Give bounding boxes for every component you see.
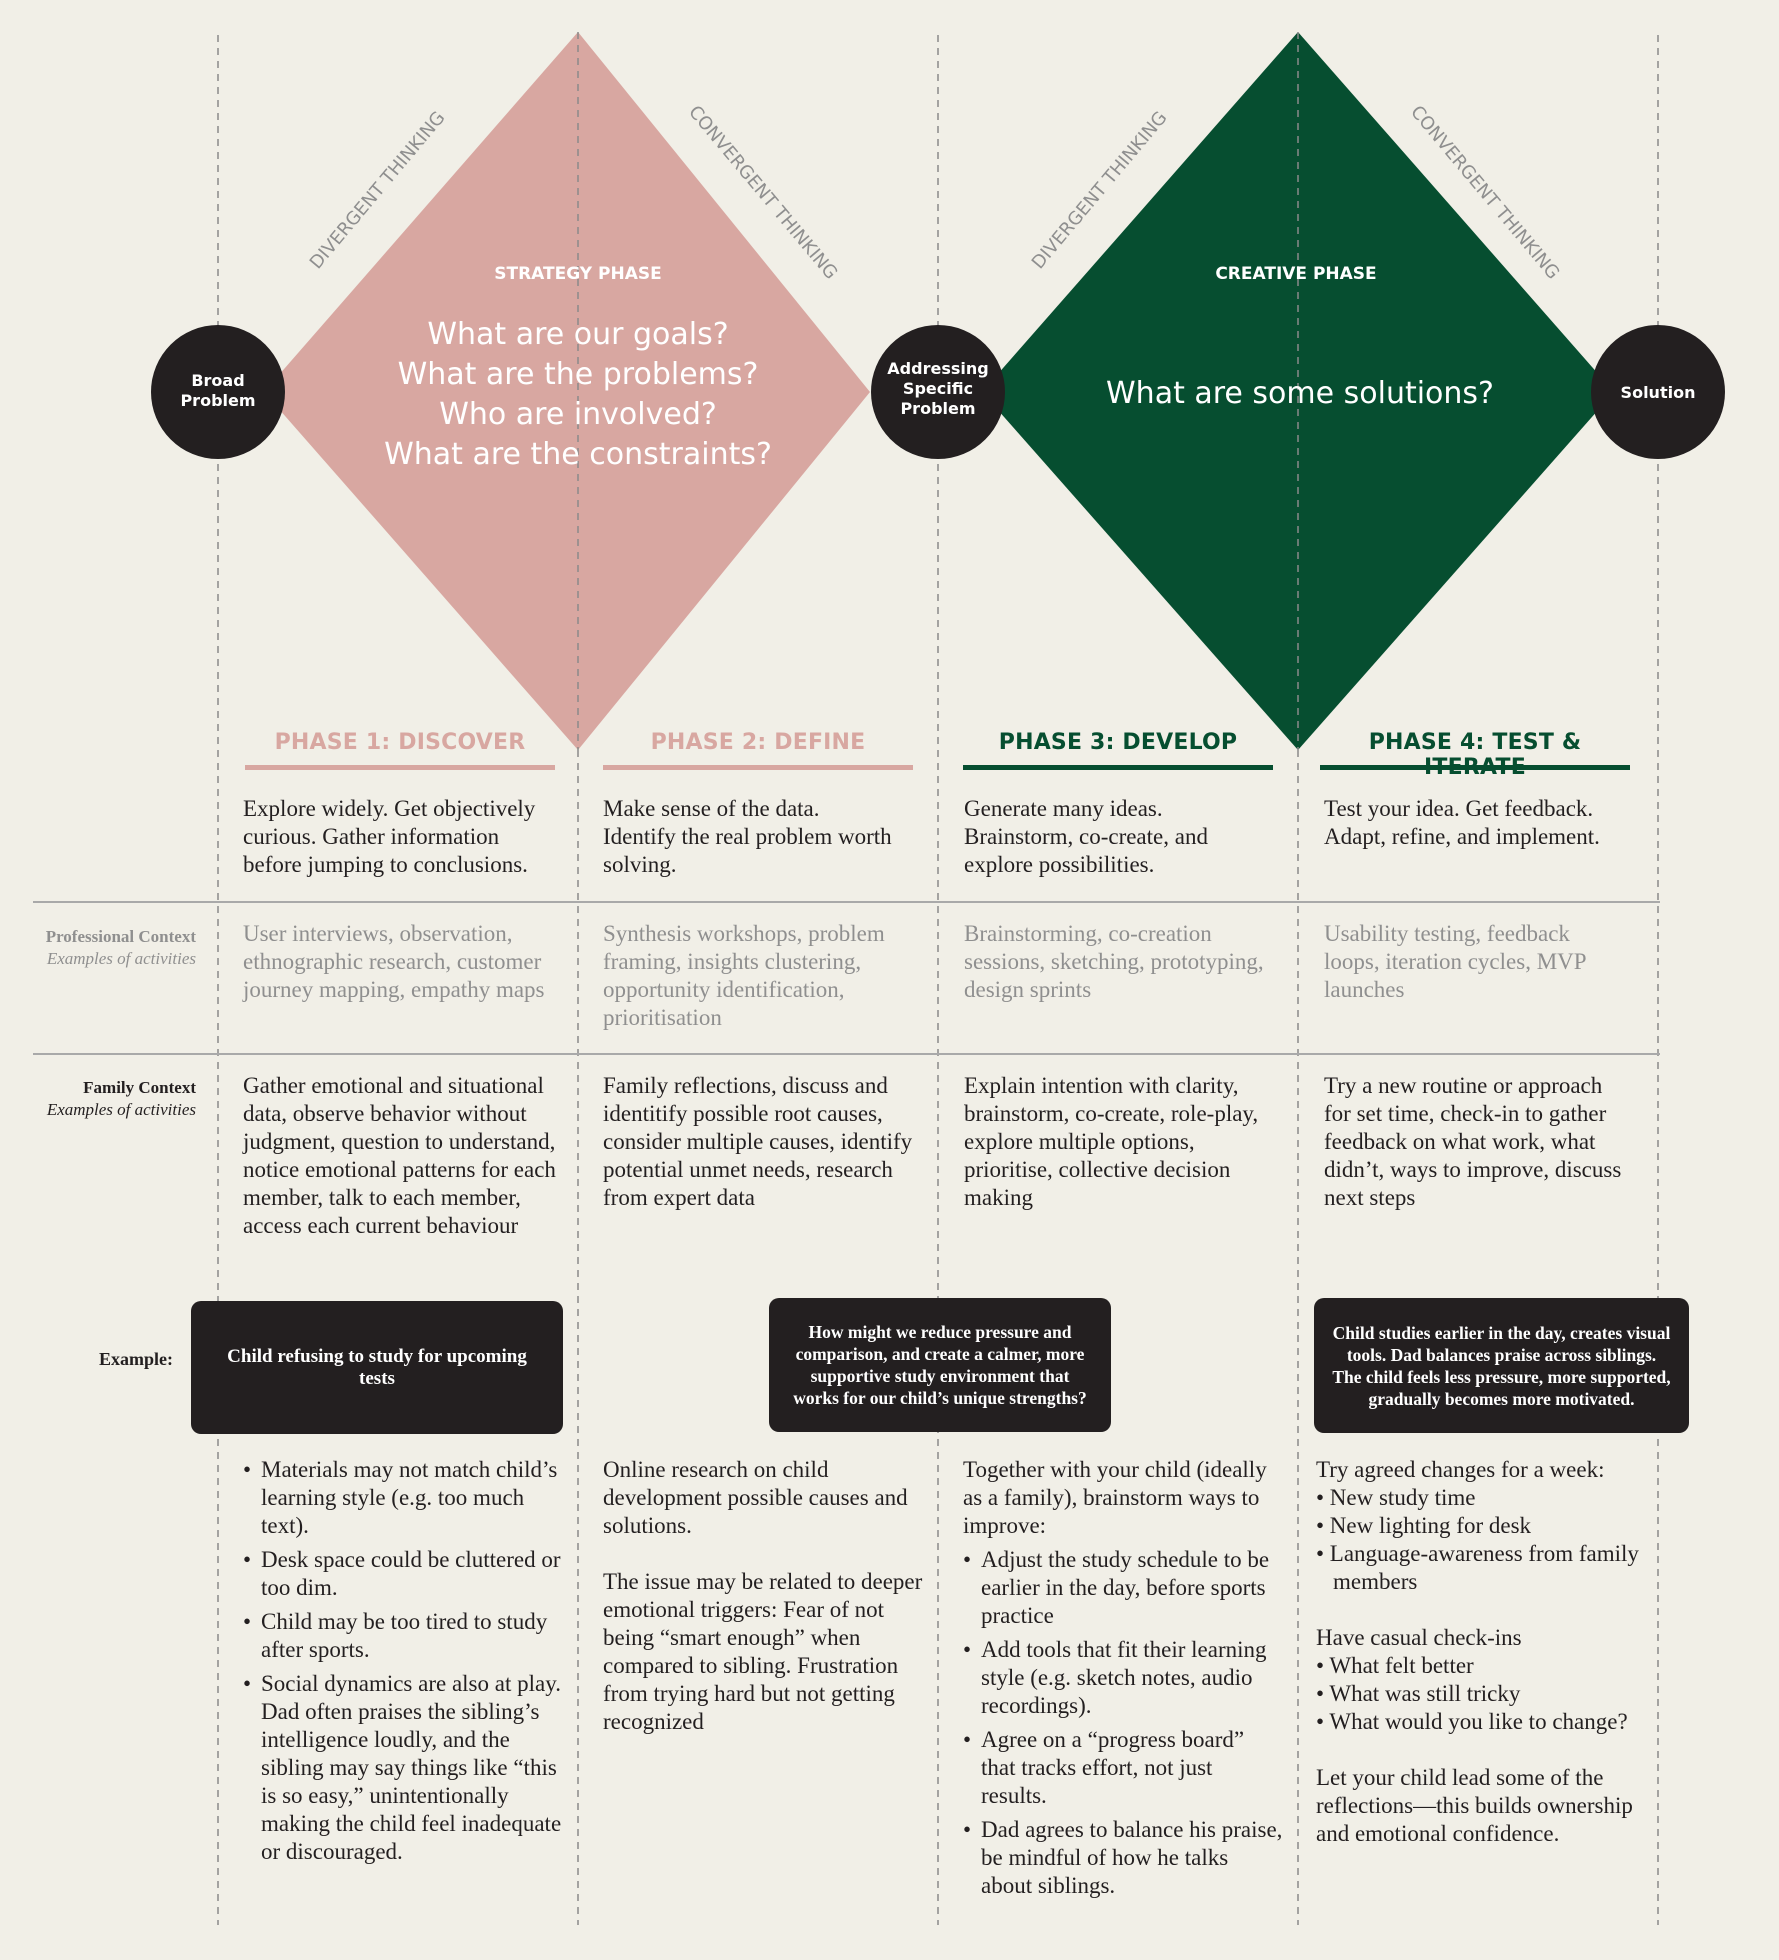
svg-text:Broad: Broad — [191, 371, 244, 390]
phase-3-professional: Brainstorming, co-creation sessions, ske… — [964, 921, 1264, 1002]
phase-4-description: Test your idea. Get feedback. Adapt, ref… — [1324, 796, 1600, 849]
list-item: Child may be too tired to study after sp… — [243, 1608, 563, 1664]
example-column-4: Try agreed changes for a week: • New stu… — [1316, 1456, 1666, 1848]
family-context-label: Family Context Examples of activities — [20, 1077, 196, 1121]
column-3-bullet-list: Adjust the study schedule to be earlier … — [963, 1546, 1283, 1900]
phase-2-description: Make sense of the data. Identify the rea… — [603, 796, 892, 877]
creative-diamond — [982, 32, 1614, 750]
family-context-title: Family Context — [83, 1078, 196, 1097]
strategy-question-1: What are our goals? — [427, 317, 728, 352]
node-solution: Solution — [1591, 325, 1725, 459]
example-column-1: Materials may not match child’s learning… — [243, 1456, 563, 1872]
list-item: • What would you like to change? — [1316, 1709, 1628, 1734]
phase-1-title: PHASE 1: DISCOVER — [274, 730, 526, 755]
phase-1-professional: User interviews, observation, ethnograph… — [243, 921, 545, 1002]
strategy-diamond — [264, 32, 870, 750]
outcome-example-box: Child studies earlier in the day, create… — [1314, 1298, 1689, 1433]
example-column-2: Online research on child development pos… — [603, 1456, 933, 1736]
list-item: • New lighting for desk — [1316, 1513, 1532, 1538]
phase-1-underline — [245, 765, 555, 770]
svg-text:Problem: Problem — [900, 399, 975, 418]
column-4-list-1: • New study time • New lighting for desk… — [1316, 1484, 1666, 1596]
list-item: Desk space could be cluttered or too dim… — [243, 1546, 563, 1602]
column-2-paragraph-1: Online research on child development pos… — [603, 1457, 908, 1538]
svg-text:Addressing: Addressing — [887, 359, 988, 378]
phase-3-description: Generate many ideas. Brainstorm, co-crea… — [964, 796, 1208, 877]
node-broad-problem: Broad Problem — [151, 325, 285, 459]
phase-1-description: Explore widely. Get objectively curious.… — [243, 796, 536, 877]
column-3-intro: Together with your child (ideally as a f… — [963, 1457, 1267, 1538]
svg-text:Specific: Specific — [903, 379, 973, 398]
phase-2-title: PHASE 2: DEFINE — [650, 730, 866, 755]
svg-text:Solution: Solution — [1621, 383, 1696, 402]
list-item: Dad agrees to balance his praise, be min… — [963, 1816, 1283, 1900]
phase-4-professional: Usability testing, feedback loops, itera… — [1324, 921, 1586, 1002]
list-item: Materials may not match child’s learning… — [243, 1456, 563, 1540]
svg-text:Problem: Problem — [180, 391, 255, 410]
column-4-checkins-heading: Have casual check-ins — [1316, 1625, 1522, 1650]
phase-3-family: Explain intention with clarity, brainsto… — [964, 1073, 1259, 1210]
strategy-question-4: What are the constraints? — [384, 437, 772, 472]
creative-question: What are some solutions? — [1106, 376, 1494, 411]
list-item: • What felt better — [1316, 1653, 1474, 1678]
column-1-bullet-list: Materials may not match child’s learning… — [243, 1456, 563, 1866]
list-item: Agree on a “progress board” that tracks … — [963, 1726, 1283, 1810]
list-item: • What was still tricky — [1316, 1681, 1521, 1706]
divider-1 — [33, 901, 1660, 903]
phase-2-professional: Synthesis workshops, problem framing, in… — [603, 921, 885, 1030]
list-item: Add tools that fit their learning style … — [963, 1636, 1283, 1720]
phase-2-family: Family reflections, discuss and identiti… — [603, 1073, 913, 1210]
list-item: • New study time — [1316, 1485, 1476, 1510]
creative-phase-label: CREATIVE PHASE — [1215, 264, 1376, 284]
list-item: Social dynamics are also at play. Dad of… — [243, 1670, 563, 1866]
phase-2-underline — [603, 765, 913, 770]
professional-context-title: Professional Context — [45, 927, 196, 946]
list-item: Adjust the study schedule to be earlier … — [963, 1546, 1283, 1630]
example-column-3: Together with your child (ideally as a f… — [963, 1456, 1283, 1906]
column-2-paragraph-2: The issue may be related to deeper emoti… — [603, 1569, 923, 1734]
phase-4-underline — [1320, 765, 1630, 770]
problem-example-box: Child refusing to study for upcoming tes… — [191, 1301, 563, 1434]
column-4-outro: Let your child lead some of the reflecti… — [1316, 1765, 1633, 1846]
phase-4-family: Try a new routine or approach for set ti… — [1324, 1073, 1622, 1210]
column-4-intro: Try agreed changes for a week: — [1316, 1457, 1605, 1482]
phase-1-family: Gather emotional and situational data, o… — [243, 1073, 556, 1238]
professional-context-subtitle: Examples of activities — [46, 949, 196, 968]
strategy-question-3: Who are involved? — [439, 397, 717, 432]
column-4-list-2: • What felt better • What was still tric… — [1316, 1652, 1666, 1736]
phase-3-underline — [963, 765, 1273, 770]
phase-3-title: PHASE 3: DEVELOP — [998, 730, 1238, 755]
phase-4-title: PHASE 4: TEST & ITERATE — [1368, 730, 1582, 780]
professional-context-label: Professional Context Examples of activit… — [20, 926, 196, 970]
divider-2 — [33, 1053, 1660, 1055]
family-context-subtitle: Examples of activities — [46, 1100, 196, 1119]
hmw-example-box: How might we reduce pressure and compari… — [769, 1298, 1111, 1432]
list-item: • Language-awareness from family members — [1316, 1541, 1639, 1594]
strategy-phase-label: STRATEGY PHASE — [494, 264, 662, 284]
node-addressing-specific-problem: Addressing Specific Problem — [871, 325, 1005, 459]
example-label: Example: — [99, 1349, 173, 1369]
strategy-question-2: What are the problems? — [398, 357, 759, 392]
